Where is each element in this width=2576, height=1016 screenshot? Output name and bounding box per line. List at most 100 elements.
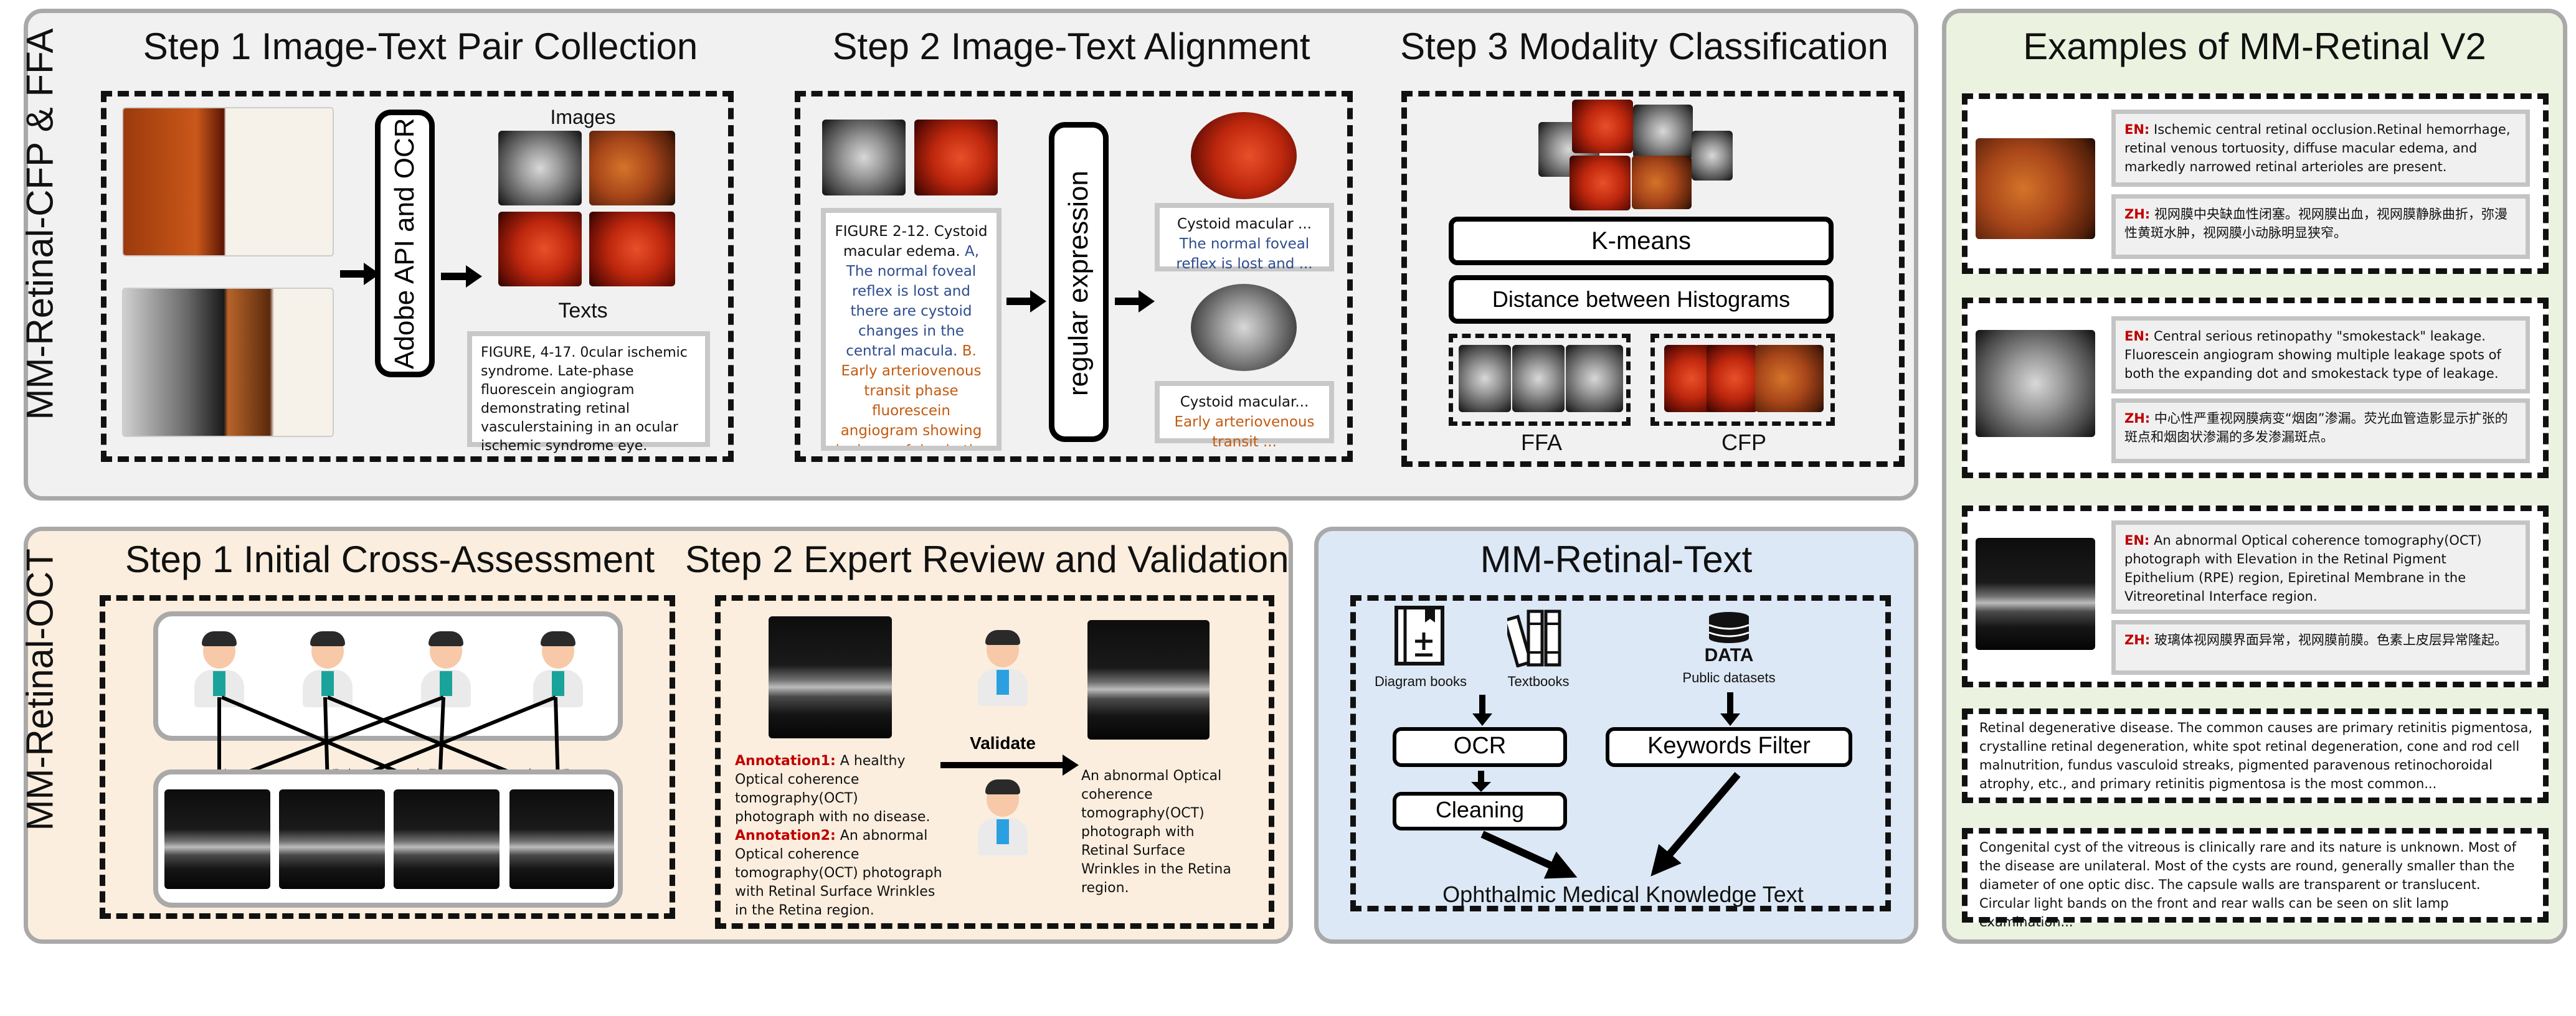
oct-step1-box bbox=[100, 595, 675, 919]
example-3-image bbox=[1976, 538, 2095, 650]
arrow-to-regex bbox=[1006, 298, 1031, 305]
doctor-2-avatar bbox=[303, 631, 353, 708]
cluster-cfp-1 bbox=[1664, 345, 1714, 412]
example-1-image bbox=[1976, 138, 2095, 239]
oct-step1-title: Step 1 Initial Cross-Assessment bbox=[125, 539, 655, 580]
collected-cfp-image-3 bbox=[589, 212, 675, 286]
mixed-cfp-3 bbox=[1632, 156, 1692, 209]
raw-caption-b: B. Early arteriovenous transit phase flu… bbox=[835, 343, 987, 451]
side-label-oct: MM-Retinal-OCT bbox=[19, 548, 61, 831]
aligned-text-b: Cystoid macular... Early arteriovenous t… bbox=[1155, 381, 1334, 450]
text-panel-title: MM-Retinal-Text bbox=[1480, 539, 1753, 580]
raw-caption-main: FIGURE 2-12. Cystoid macular edema. bbox=[835, 223, 988, 260]
ffa-label: FFA bbox=[1520, 430, 1562, 455]
textbooks-label: Textbooks bbox=[1507, 674, 1570, 689]
step1-collection-title: Step 1 Image-Text Pair Collection bbox=[143, 26, 698, 67]
example-2-zh: ZH: 中心性严重视网膜病变“烟囱”渗漏。荧光血管造影显示扩张的斑点和烟囱状渗漏… bbox=[2111, 398, 2530, 463]
arrowhead-to-regex bbox=[1030, 290, 1046, 313]
example-3-en-text: An abnormal Optical coherence tomography… bbox=[2124, 533, 2482, 604]
example-3-zh-label: ZH: bbox=[2124, 633, 2151, 647]
arrowhead-from-regex bbox=[1139, 290, 1155, 313]
annotation-2: Annotation2: An abnormal Optical coheren… bbox=[735, 827, 947, 920]
collected-text-box: FIGURE, 4-17. 0cular ischemic syndrome. … bbox=[467, 331, 710, 454]
cleaning-step-box: Cleaning bbox=[1393, 792, 1567, 830]
aligned-ffa-image bbox=[1191, 284, 1297, 371]
step3-classification-box bbox=[1401, 91, 1905, 467]
aligned-cfp-image bbox=[1191, 112, 1297, 199]
example-text-2: Congenital cyst of the vitreous is clini… bbox=[1979, 840, 2516, 929]
examples-title: Examples of MM-Retinal V2 bbox=[2023, 26, 2486, 67]
regex-box bbox=[1049, 122, 1109, 442]
annotation-1-label: Annotation1: bbox=[735, 753, 836, 769]
step2-alignment-title: Step 2 Image-Text Alignment bbox=[832, 26, 1310, 67]
data-icon-label: DATA bbox=[1704, 645, 1754, 666]
align-ffa-image bbox=[822, 120, 906, 195]
cluster-ffa-2 bbox=[1512, 345, 1565, 412]
oct-step2-title: Step 2 Expert Review and Validation bbox=[685, 539, 1289, 580]
review-oct-scan bbox=[769, 616, 892, 738]
example-1-en-label: EN: bbox=[2124, 122, 2150, 137]
example-1-en: EN: Ischemic central retinal occlusion.R… bbox=[2111, 110, 2530, 187]
example-3-zh-text: 玻璃体视网膜界面异常，视网膜前膜。色素上皮层异常隆起。 bbox=[2154, 633, 2507, 647]
aligned-text-a-main: Cystoid macular ... bbox=[1177, 216, 1312, 232]
collected-cfp-image-2 bbox=[498, 212, 582, 286]
validate-arrow-line bbox=[940, 762, 1065, 768]
arrowhead-ocr-to-cleaning bbox=[1471, 782, 1491, 792]
oct-scan-2 bbox=[279, 789, 385, 889]
ocr-step-box: OCR bbox=[1393, 727, 1567, 767]
arrowhead-books-to-ocr bbox=[1472, 713, 1492, 726]
output-knowledge-text: Ophthalmic Medical Knowledge Text bbox=[1442, 882, 1804, 907]
ocr-box bbox=[375, 110, 435, 377]
annotation-2-label: Annotation2: bbox=[735, 828, 836, 844]
aligned-text-b-main: Cystoid macular... bbox=[1180, 394, 1309, 410]
arrowhead-from-ocr bbox=[466, 265, 482, 288]
arrow-ocr-to-cleaning bbox=[1478, 771, 1484, 784]
book-page-bottom bbox=[122, 288, 334, 437]
doctor-4-avatar bbox=[533, 631, 583, 708]
textbooks-icon bbox=[1507, 609, 1561, 667]
cfp-cluster-box bbox=[1650, 334, 1835, 426]
cluster-cfp-3 bbox=[1755, 345, 1824, 412]
side-label-cfp-ffa: MM-Retinal-CFP & FFA bbox=[19, 28, 61, 420]
step3-classification-title: Step 3 Modality Classification bbox=[1400, 26, 1888, 67]
example-text-1-box bbox=[1962, 708, 2549, 803]
aligned-text-a: Cystoid macular ... The normal foveal re… bbox=[1155, 203, 1334, 272]
histogram-distance-box: Distance between Histograms bbox=[1449, 275, 1834, 324]
reviewer-doctor-1-avatar bbox=[978, 630, 1028, 707]
raw-caption-a: A, The normal foveal reflex is lost and … bbox=[846, 243, 980, 359]
oct-scan-3 bbox=[394, 789, 500, 889]
annotation-2-text: An abnormal Optical coherence tomography… bbox=[735, 828, 942, 918]
example-text-1: Retinal degenerative disease. The common… bbox=[1979, 720, 2533, 791]
diagram-books-icon bbox=[1395, 606, 1444, 666]
text-pipeline-box bbox=[1350, 595, 1891, 911]
regex-label: regular expression bbox=[1063, 171, 1094, 396]
align-cfp-image bbox=[914, 120, 998, 195]
reviewer-doctor-2-avatar bbox=[978, 779, 1028, 857]
merge-arrows bbox=[1480, 772, 1741, 879]
example-2-zh-label: ZH: bbox=[2124, 411, 2151, 426]
oct-scan-4 bbox=[509, 789, 614, 889]
arrow-books-to-ocr bbox=[1479, 695, 1485, 715]
oct-scan-1 bbox=[164, 789, 270, 889]
step2-alignment-box bbox=[795, 91, 1353, 462]
example-1-zh: ZH: 视网膜中央缺血性闭塞。视网膜出血，视网膜静脉曲折，弥漫性黄斑水肿，视网膜… bbox=[2111, 194, 2530, 259]
example-2-zh-text: 中心性严重视网膜病变“烟囱”渗漏。荧光血管造影显示扩张的斑点和烟囱状渗漏的多发渗… bbox=[2124, 411, 2508, 444]
example-text-2-box bbox=[1962, 828, 2549, 923]
annotation-1-text: A healthy Optical coherence tomography(O… bbox=[735, 753, 930, 825]
annotation-1: Annotation1: A healthy Optical coherence… bbox=[735, 752, 940, 827]
keywords-filter-box: Keywords Filter bbox=[1606, 727, 1852, 767]
arrowhead-data-to-filter bbox=[1720, 713, 1740, 726]
ocr-label: Adobe API and OCR bbox=[389, 118, 420, 369]
oct-step2-box bbox=[715, 595, 1274, 929]
validated-result-text: An abnormal Optical coherence tomography… bbox=[1081, 768, 1231, 896]
cluster-ffa-1 bbox=[1459, 345, 1511, 412]
validate-arrowhead bbox=[1063, 755, 1079, 776]
arrow-to-ocr bbox=[340, 270, 365, 278]
images-label: Images bbox=[550, 106, 616, 128]
example-2-image bbox=[1976, 330, 2095, 437]
raw-caption-box: FIGURE 2-12. Cystoid macular edema. A, T… bbox=[821, 208, 1002, 451]
example-1-zh-text: 视网膜中央缺血性闭塞。视网膜出血，视网膜静脉曲折，弥漫性黄斑水肿，视网膜小动脉明… bbox=[2124, 207, 2507, 240]
mixed-cfp-2 bbox=[1570, 156, 1631, 210]
arrow-from-regex bbox=[1115, 298, 1140, 305]
kmeans-box: K-means bbox=[1449, 217, 1834, 265]
